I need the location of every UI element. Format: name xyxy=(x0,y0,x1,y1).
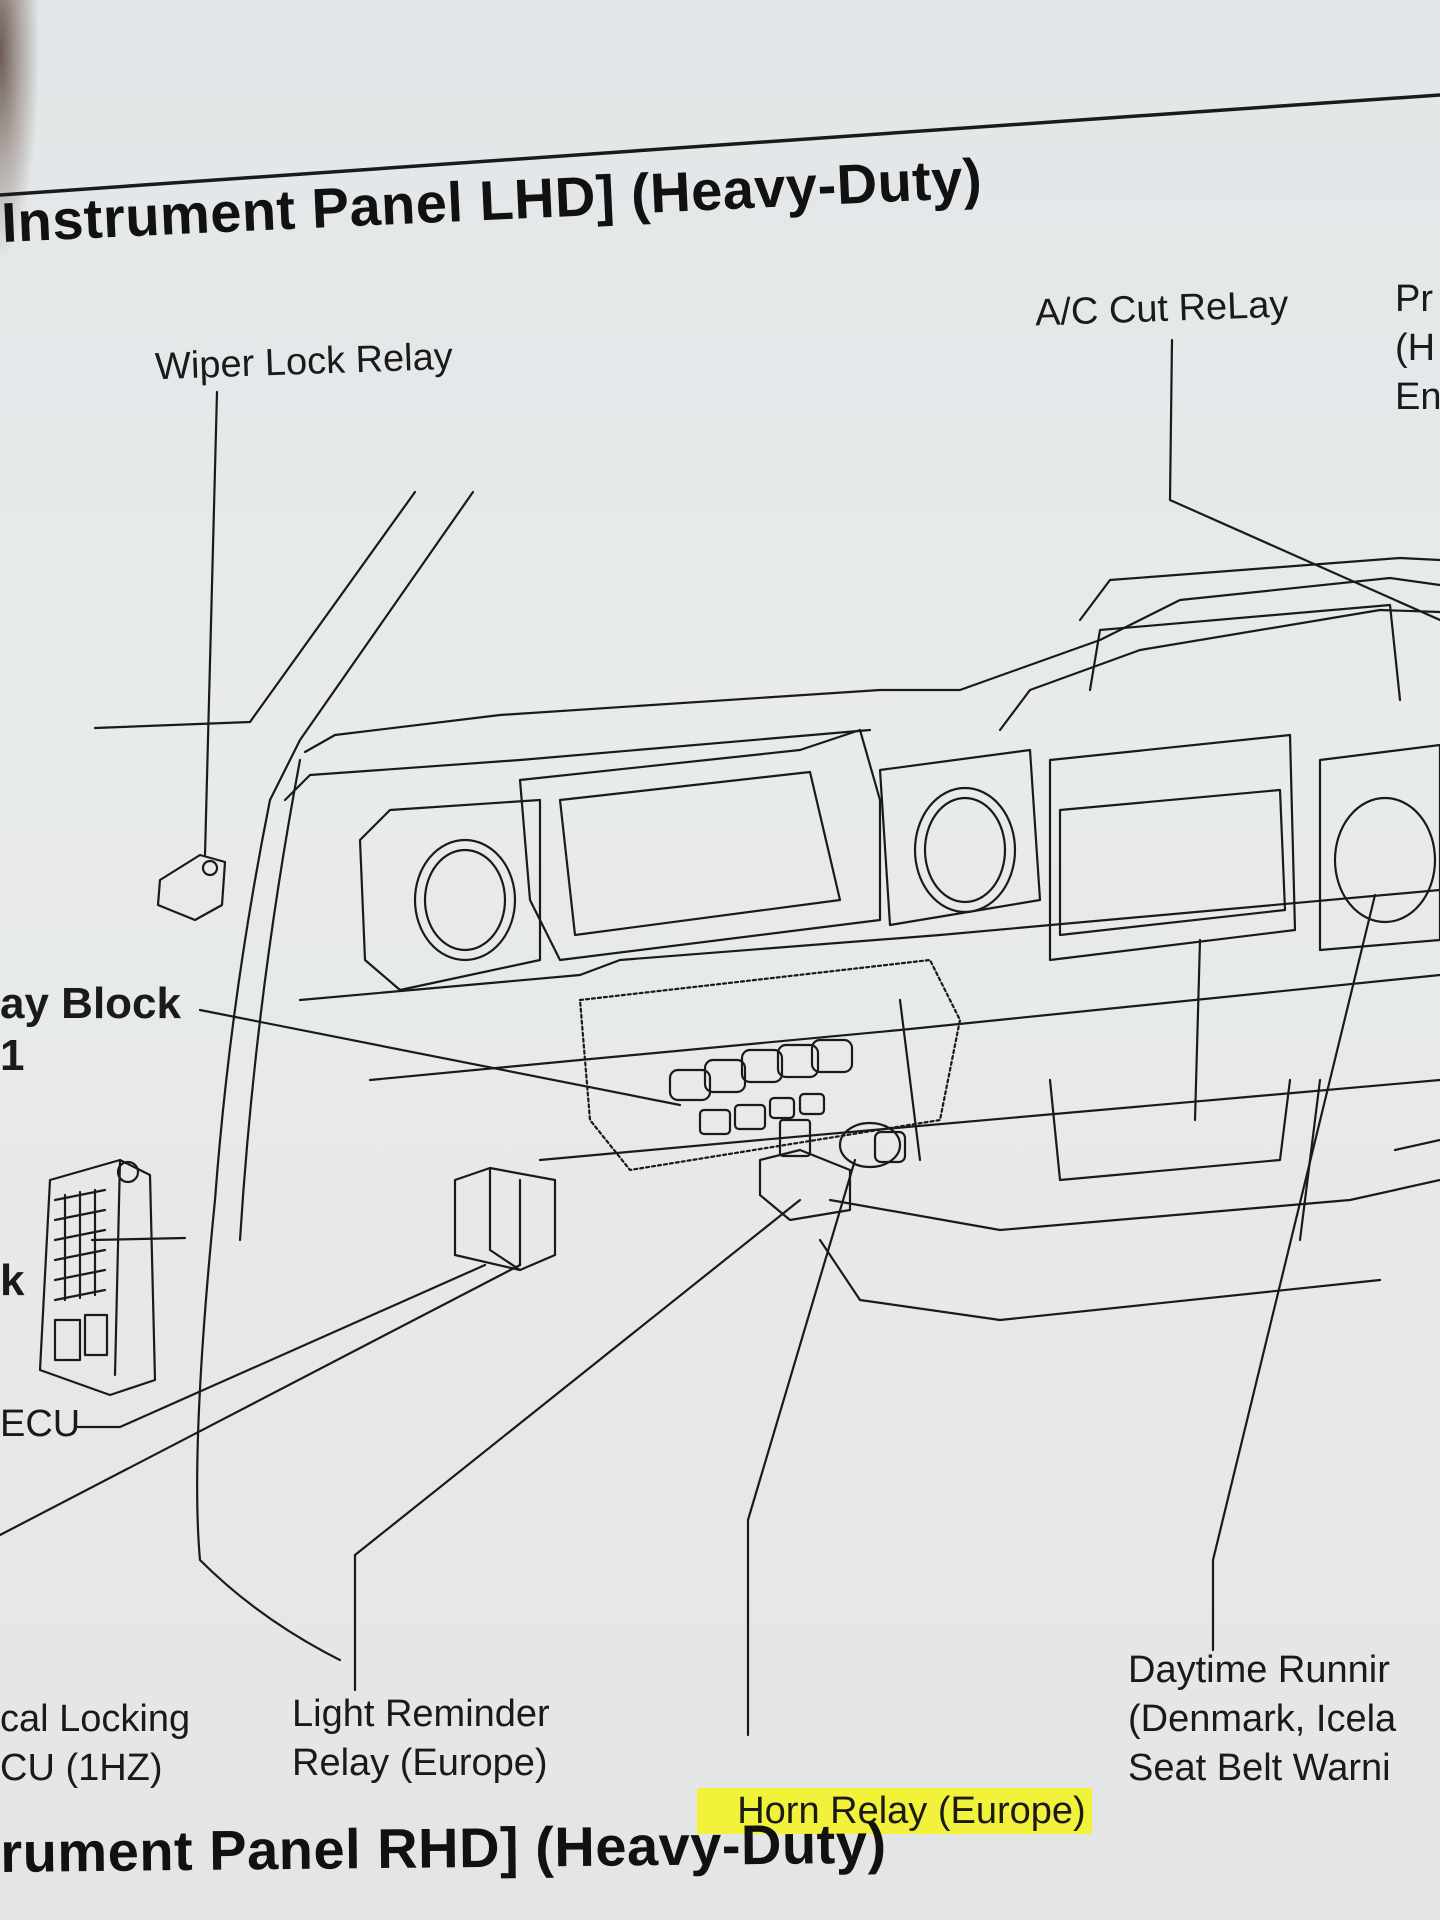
relay-cluster xyxy=(668,1038,854,1136)
label-relay-block: ay Block 1 xyxy=(0,979,181,1080)
dash-lower-1 xyxy=(298,888,1440,1002)
label-daytime-running: Daytime Runnir (Denmark, Icela Seat Belt… xyxy=(1128,1649,1397,1789)
center-cluster xyxy=(518,728,882,962)
windshield-pillar-inner xyxy=(268,490,475,802)
dash-top-2 xyxy=(283,728,872,802)
leader-central-locking xyxy=(0,1263,522,1537)
right-panel xyxy=(1048,733,1297,962)
right-gauge xyxy=(913,786,1017,914)
door-outline-inner xyxy=(238,758,302,1242)
leader-relay-block xyxy=(198,1008,682,1107)
horn-relay-highlight: Horn Relay (Europe) xyxy=(697,1788,1092,1834)
dash-top xyxy=(303,576,1440,754)
relay-box-left xyxy=(453,1166,557,1272)
leader-ecu xyxy=(73,1263,487,1429)
right-knob-housing xyxy=(1333,796,1437,924)
label-central-locking: cal Locking CU (1HZ) xyxy=(0,1698,191,1789)
leader-dash-left xyxy=(90,1236,187,1242)
label-left-k: k xyxy=(0,1256,25,1305)
relay-block-1 xyxy=(38,1158,157,1397)
door-outline xyxy=(196,798,342,1662)
left-gauge xyxy=(413,838,517,962)
leader-ac-cut-relay xyxy=(1168,338,1440,622)
leader-wiper-lock-relay xyxy=(203,390,219,857)
top-rule xyxy=(0,93,1440,197)
section-title-rhd: rument Panel RHD] (Heavy-Duty) xyxy=(0,1811,887,1884)
dash-top-3 xyxy=(998,608,1440,732)
left-gauge-hood xyxy=(358,798,542,992)
center-pocket xyxy=(578,958,962,1172)
horn-relay-part xyxy=(758,1148,852,1222)
leader-horn-relay xyxy=(746,1158,857,1737)
right-gauge-hood xyxy=(878,748,1042,927)
leader-light-reminder xyxy=(353,1198,802,1692)
dash-lower-4 xyxy=(828,1178,1440,1232)
leader-daytime-running xyxy=(1211,893,1377,1652)
label-wiper-lock-relay: Wiper Lock Relay xyxy=(154,335,454,389)
label-horn-relay: Horn Relay (Europe) xyxy=(655,1738,1092,1885)
label-light-reminder: Light Reminder Relay (Europe) xyxy=(292,1693,550,1784)
label-cut-off-right: Pr (H En xyxy=(1395,278,1440,418)
label-ecu: ECU xyxy=(0,1403,81,1445)
wiper-lock-relay-part xyxy=(156,853,227,922)
page-edge-shadow xyxy=(0,0,40,260)
label-ac-cut-relay: A/C Cut ReLay xyxy=(1034,283,1290,335)
light-reminder-part xyxy=(838,1121,902,1169)
windshield-pillar xyxy=(93,490,417,730)
dash-lower-2 xyxy=(368,973,1440,1082)
dash-top-console xyxy=(1078,556,1440,622)
dash-lower-3 xyxy=(538,1078,1440,1162)
